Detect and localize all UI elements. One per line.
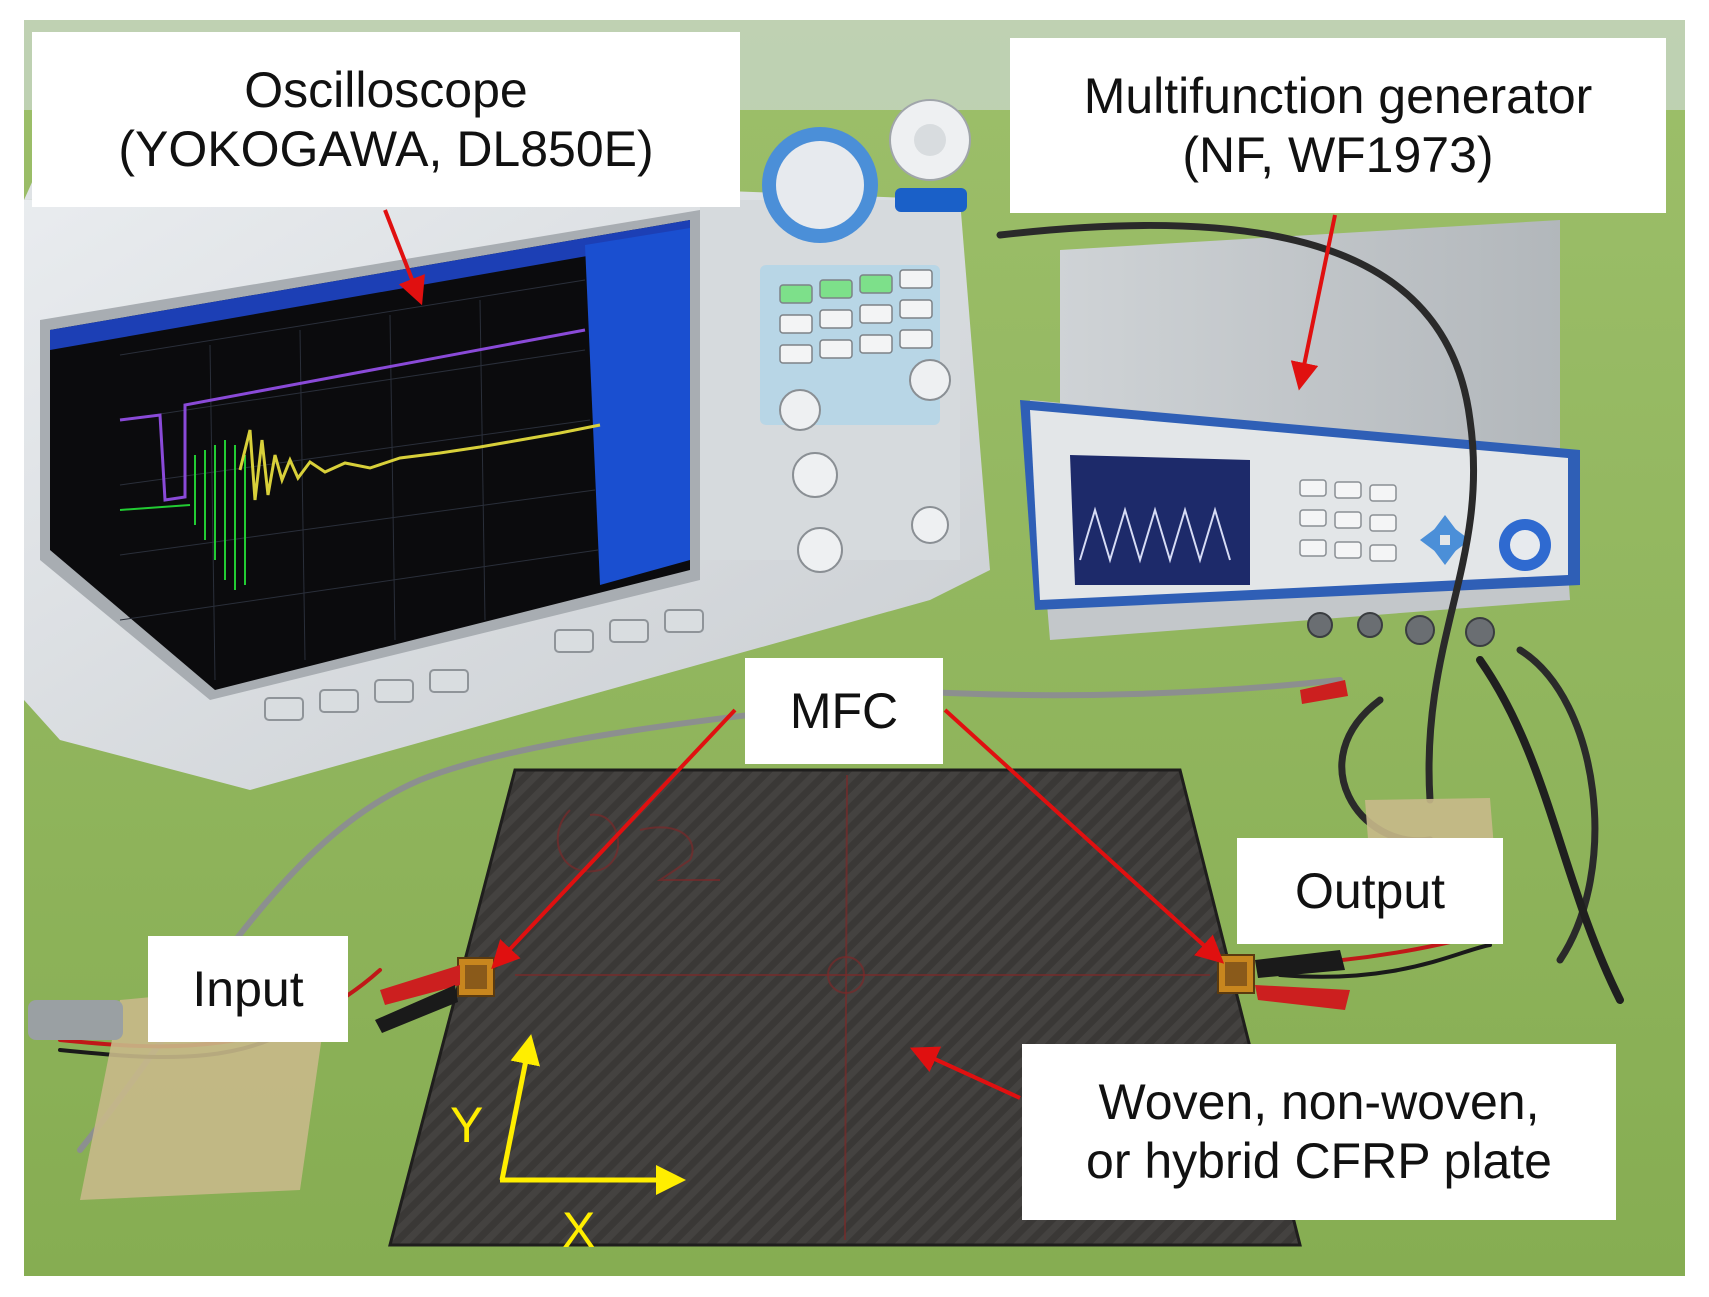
annotation-arrows	[383, 209, 1337, 1100]
generator-label-line1: Multifunction generator	[1083, 67, 1593, 124]
oscilloscope-label-line2: (YOKOGAWA, DL850E)	[118, 120, 654, 177]
axis-label-x: X	[562, 1202, 596, 1258]
output-label: Output	[1237, 838, 1503, 944]
start-stop-button	[895, 188, 967, 212]
scope-menu-panel	[585, 228, 690, 585]
output-label-text: Output	[1294, 862, 1446, 919]
axis-label-y: Y	[450, 1097, 484, 1153]
trigger-trace	[119, 328, 586, 502]
mfc-patches	[457, 954, 1255, 997]
input-label: Input	[148, 936, 348, 1042]
plate-label-line1: Woven, non-woven,	[1098, 1074, 1540, 1130]
plate-label-line2: or hybrid CFRP plate	[1086, 1133, 1552, 1189]
scope-screen	[50, 220, 690, 690]
oscilloscope-label: Oscilloscope (YOKOGAWA, DL850E)	[32, 32, 740, 207]
yellow-signal	[238, 423, 601, 501]
oscilloscope-device	[24, 99, 990, 790]
mfc-label: MFC	[745, 658, 943, 764]
probe-connector	[28, 1000, 123, 1040]
input-label-text: Input	[192, 960, 304, 1017]
generator-label-line2: (NF, WF1973)	[1182, 126, 1494, 183]
generator-label: Multifunction generator (NF, WF1973)	[1010, 38, 1666, 213]
function-generator-device	[1020, 220, 1580, 647]
alligator-clips	[375, 680, 1350, 1033]
coordinate-axes	[499, 1034, 686, 1195]
mfc-label-text: MFC	[789, 682, 899, 739]
oscilloscope-label-line1: Oscilloscope	[244, 61, 528, 118]
generator-display	[1070, 455, 1250, 585]
green-signal	[119, 440, 246, 590]
plate-label: Woven, non-woven, or hybrid CFRP plate	[1022, 1044, 1616, 1220]
